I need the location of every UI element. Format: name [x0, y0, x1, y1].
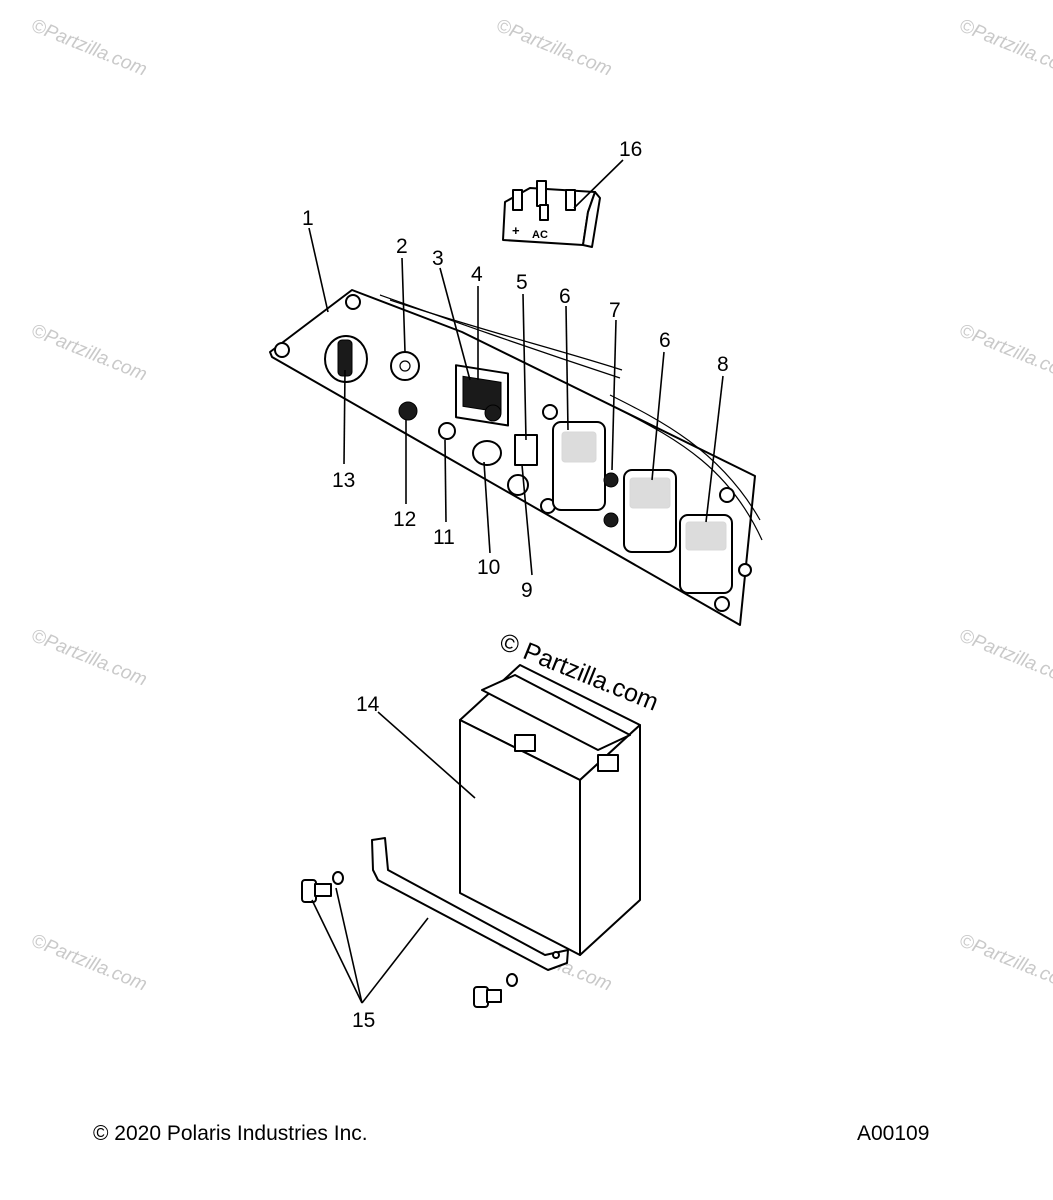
watermark-bl: ©Partzilla.com	[28, 930, 150, 995]
control-panel	[269, 289, 763, 626]
watermark-ll: ©Partzilla.com	[28, 625, 150, 690]
watermark-tl: ©Partzilla.com	[28, 15, 150, 80]
diagram-code: A00109	[857, 1122, 930, 1145]
callout-4: 4	[471, 263, 483, 286]
watermark-tc: ©Partzilla.com	[493, 15, 615, 80]
callout-12: 12	[393, 508, 416, 531]
watermark-br: ©Partzilla.com	[956, 930, 1053, 995]
bolt-right	[473, 973, 518, 1008]
callout-3: 3	[432, 247, 444, 270]
callout-6b: 6	[659, 329, 671, 352]
callout-11: 11	[433, 526, 455, 549]
watermark-ml: ©Partzilla.com	[28, 320, 150, 385]
callout-numbers: 1 2 3 4 5 6 7 6 8 9 10 11 12 13 14 15 16	[302, 138, 729, 1032]
callout-14: 14	[356, 693, 380, 716]
callout-1: 1	[302, 207, 314, 230]
battery-part-14	[459, 664, 641, 956]
watermark-tr: ©Partzilla.com	[956, 15, 1053, 80]
rectifier-ac-label: AC	[532, 229, 548, 241]
callout-2: 2	[396, 235, 408, 258]
hold-down-bracket	[371, 837, 569, 971]
callout-10: 10	[477, 556, 500, 579]
callout-6a: 6	[559, 285, 571, 308]
rectifier-part-16: + AC	[502, 180, 601, 248]
callout-5: 5	[516, 271, 528, 294]
callout-15: 15	[352, 1009, 375, 1032]
callout-8: 8	[717, 353, 729, 376]
callout-16: 16	[619, 138, 642, 161]
leader-lines	[308, 159, 724, 1004]
callout-7: 7	[609, 299, 621, 322]
copyright-notice: © 2020 Polaris Industries Inc.	[93, 1122, 368, 1145]
watermark-mr: ©Partzilla.com	[956, 320, 1053, 385]
callout-9: 9	[521, 579, 533, 602]
bolt-left	[301, 871, 344, 903]
watermark-lr: ©Partzilla.com	[956, 625, 1053, 690]
callout-13: 13	[332, 469, 355, 492]
rectifier-plus-label: +	[512, 223, 520, 238]
